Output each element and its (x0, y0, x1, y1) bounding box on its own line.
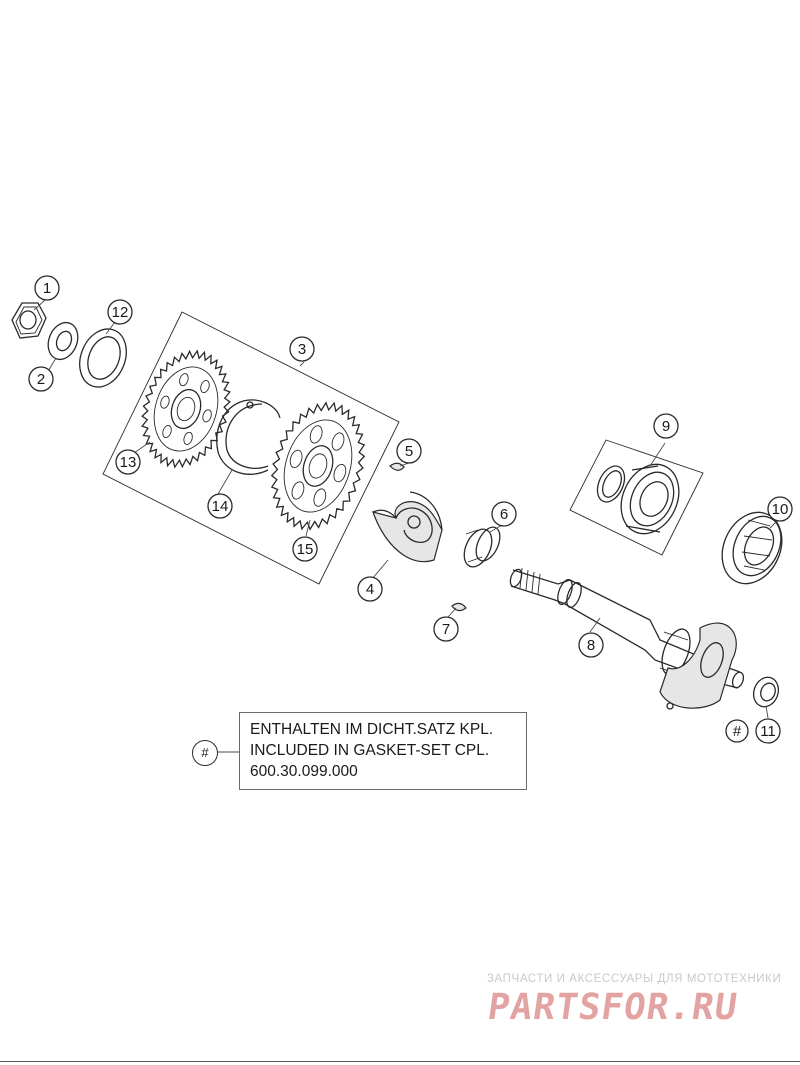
svg-text:12: 12 (112, 304, 129, 321)
part-2-washer (47, 321, 79, 361)
part-9-frame (569, 439, 704, 556)
svg-text:10: 10 (772, 501, 789, 518)
callout-9: 9 (653, 413, 679, 439)
svg-text:9: 9 (662, 418, 670, 435)
svg-text:8: 8 (587, 637, 595, 654)
part-15-small-gear (270, 401, 366, 531)
part-10-roller-bearing (721, 511, 783, 585)
callout-8: 8 (578, 632, 604, 658)
svg-text:7: 7 (442, 621, 450, 638)
svg-text:6: 6 (500, 506, 508, 523)
part-11-bushing (752, 676, 780, 708)
note-line-english: INCLUDED IN GASKET-SET CPL. (250, 742, 490, 759)
svg-text:5: 5 (405, 443, 413, 460)
callout-1: 1 (34, 275, 60, 301)
callout-2: 2 (28, 366, 54, 392)
callout-14: 14 (207, 493, 233, 519)
note-line-german: ENTHALTEN IM DICHT.SATZ KPL. (250, 721, 494, 738)
callout-5: 5 (396, 438, 422, 464)
svg-text:#: # (733, 723, 742, 740)
part-13-large-gear (141, 349, 231, 469)
callout-4: 4 (357, 576, 383, 602)
callout-3: 3 (289, 336, 315, 362)
part-12-shim (79, 328, 127, 388)
callout-12: 12 (107, 299, 133, 325)
svg-text:2: 2 (37, 371, 45, 388)
bottom-border-line (0, 1061, 800, 1062)
watermark-logo: PARTSFOR.RU (485, 987, 741, 1028)
callout-10: 10 (767, 496, 793, 522)
callout-hash-11: # (725, 719, 749, 743)
callout-15: 15 (292, 536, 318, 562)
svg-text:3: 3 (298, 341, 306, 358)
note-part-number: 600.30.099.000 (250, 763, 358, 780)
gasket-set-note: ENTHALTEN IM DICHT.SATZ KPL. INCLUDED IN… (239, 712, 527, 790)
svg-text:11: 11 (760, 723, 776, 740)
svg-text:14: 14 (212, 498, 229, 515)
callout-11: 11 (755, 718, 781, 744)
svg-text:4: 4 (366, 581, 374, 598)
part-14-circlip (216, 399, 281, 475)
part-8-balancer-shaft (509, 567, 745, 710)
callout-6: 6 (491, 501, 517, 527)
svg-text:1: 1 (43, 280, 51, 297)
watermark-tagline: ЗАПЧАСТИ И АКСЕССУАРЫ ДЛЯ МОТОТЕХНИКИ (487, 973, 782, 985)
part-4-balance-weight (372, 491, 443, 563)
part-6-needle-bearing (463, 526, 501, 568)
gasket-set-marker: # (192, 740, 218, 766)
part-9-bearing-and-ring (596, 463, 680, 535)
gear-set-frame (102, 311, 400, 585)
svg-text:13: 13 (120, 454, 137, 471)
part-5-key (389, 462, 405, 471)
callout-13: 13 (115, 449, 141, 475)
callout-7: 7 (433, 616, 459, 642)
part-1-hex-nut (11, 302, 47, 339)
svg-text:15: 15 (297, 541, 314, 558)
